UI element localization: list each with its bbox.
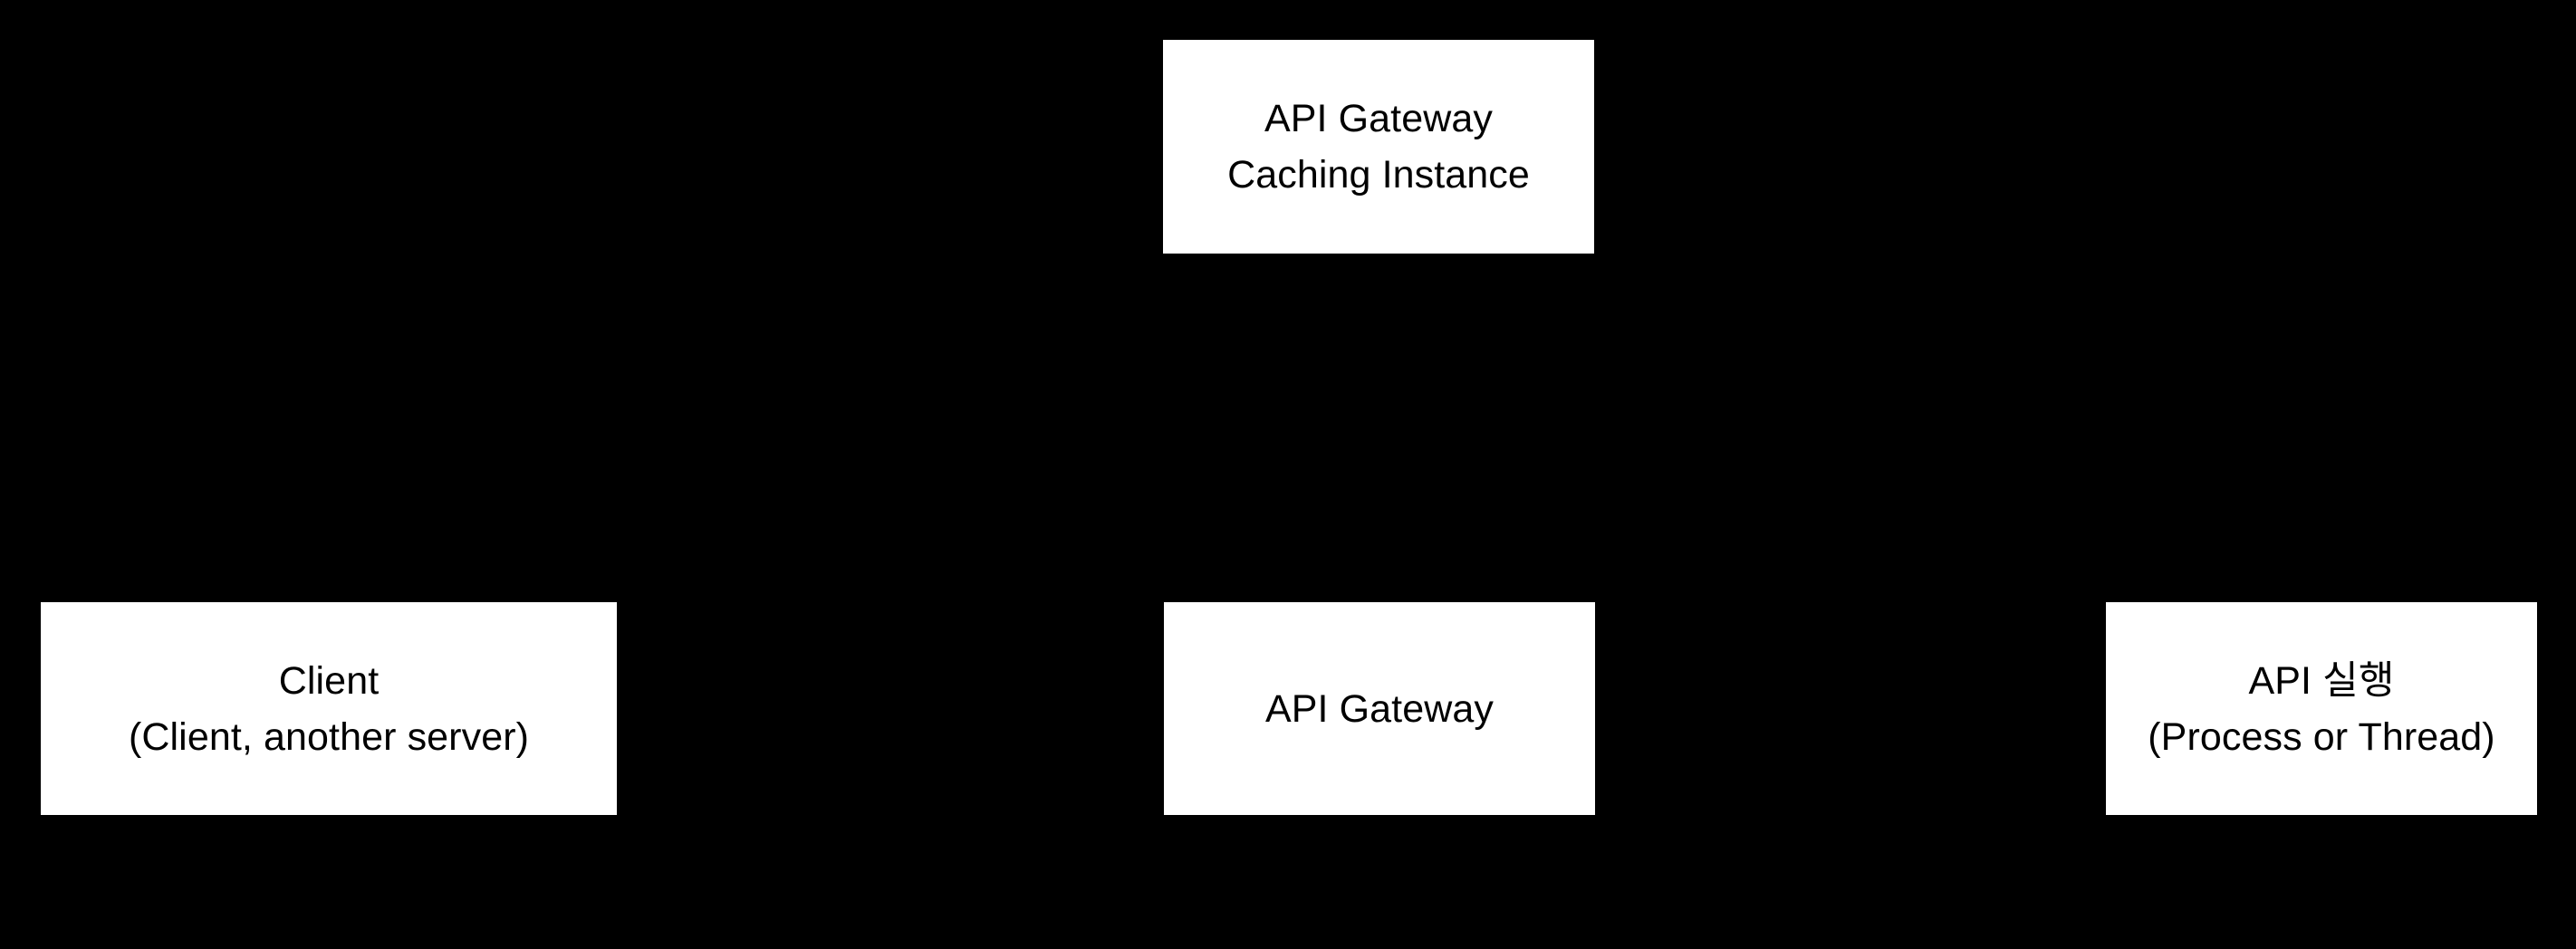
node-label-line-1: API Gateway [1264, 686, 1495, 731]
node-label-line-2: Caching Instance [1227, 153, 1530, 197]
node-label-line-2: (Client, another server) [128, 714, 530, 759]
node-label-line-1: API Gateway [1264, 97, 1494, 140]
node-label-line-1: API 실행 [2248, 658, 2395, 703]
node-api-execution[interactable]: API 실행 (Process or Thread) [2106, 602, 2537, 815]
node-label-line-2: (Process or Thread) [2148, 714, 2495, 759]
node-label-line-1: Client [278, 658, 380, 703]
node-api-gateway-caching-instance[interactable]: API Gateway Caching Instance [1163, 40, 1594, 254]
node-api-gateway[interactable]: API Gateway [1164, 602, 1595, 815]
node-client[interactable]: Client (Client, another server) [41, 602, 617, 815]
